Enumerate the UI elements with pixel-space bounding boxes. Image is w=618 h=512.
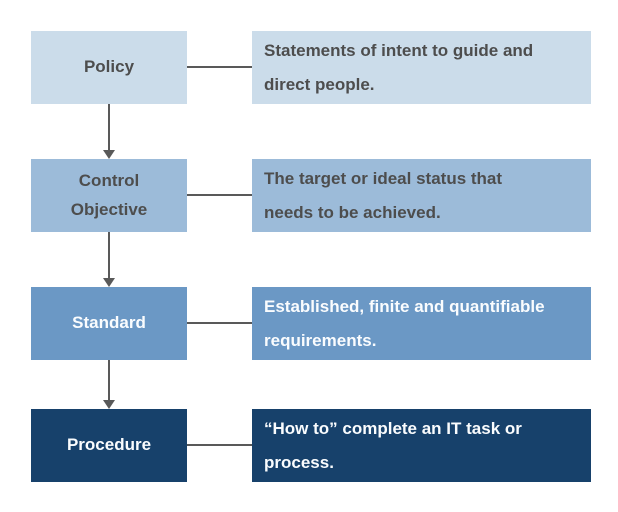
arrowhead-policy-to-control-objective <box>103 150 115 159</box>
standard-box: Standard <box>31 287 187 360</box>
procedure-description-line-1: “How to” complete an IT task or <box>264 418 522 438</box>
control-objective-description-line-1: The target or ideal status that <box>264 168 503 188</box>
arrow-control-objective-to-standard <box>108 232 110 279</box>
control-objective-label: Control Objective <box>70 170 148 219</box>
standard-label: Standard <box>72 313 146 333</box>
standard-description-line-1: Established, finite and quantifiable <box>264 296 545 316</box>
control-objective-description-line-2: needs to be achieved. <box>264 202 441 222</box>
policy-description-line-2: direct people. <box>264 74 375 94</box>
procedure-description-box: “How to” complete an IT task or process. <box>252 409 591 482</box>
procedure-box: Procedure <box>31 409 187 482</box>
policy-box: Policy <box>31 31 187 104</box>
arrow-policy-to-control-objective <box>108 104 110 151</box>
connector-policy <box>187 66 252 68</box>
connector-procedure <box>187 444 252 446</box>
arrowhead-control-objective-to-standard <box>103 278 115 287</box>
procedure-description-line-2: process. <box>264 452 334 472</box>
policy-label: Policy <box>83 57 135 77</box>
standard-description-box: Established, finite and quantifiable req… <box>252 287 591 360</box>
control-objective-description-box: The target or ideal status that needs to… <box>252 159 591 232</box>
connector-standard <box>187 322 252 324</box>
policy-description-box: Statements of intent to guide and direct… <box>252 31 591 104</box>
procedure-label: Procedure <box>66 435 152 455</box>
arrowhead-standard-to-procedure <box>103 400 115 409</box>
standard-description-line-2: requirements. <box>264 330 377 350</box>
connector-control-objective <box>187 194 252 196</box>
control-objective-box: Control Objective <box>31 159 187 232</box>
arrow-standard-to-procedure <box>108 360 110 401</box>
policy-description-line-1: Statements of intent to guide and <box>264 40 534 60</box>
